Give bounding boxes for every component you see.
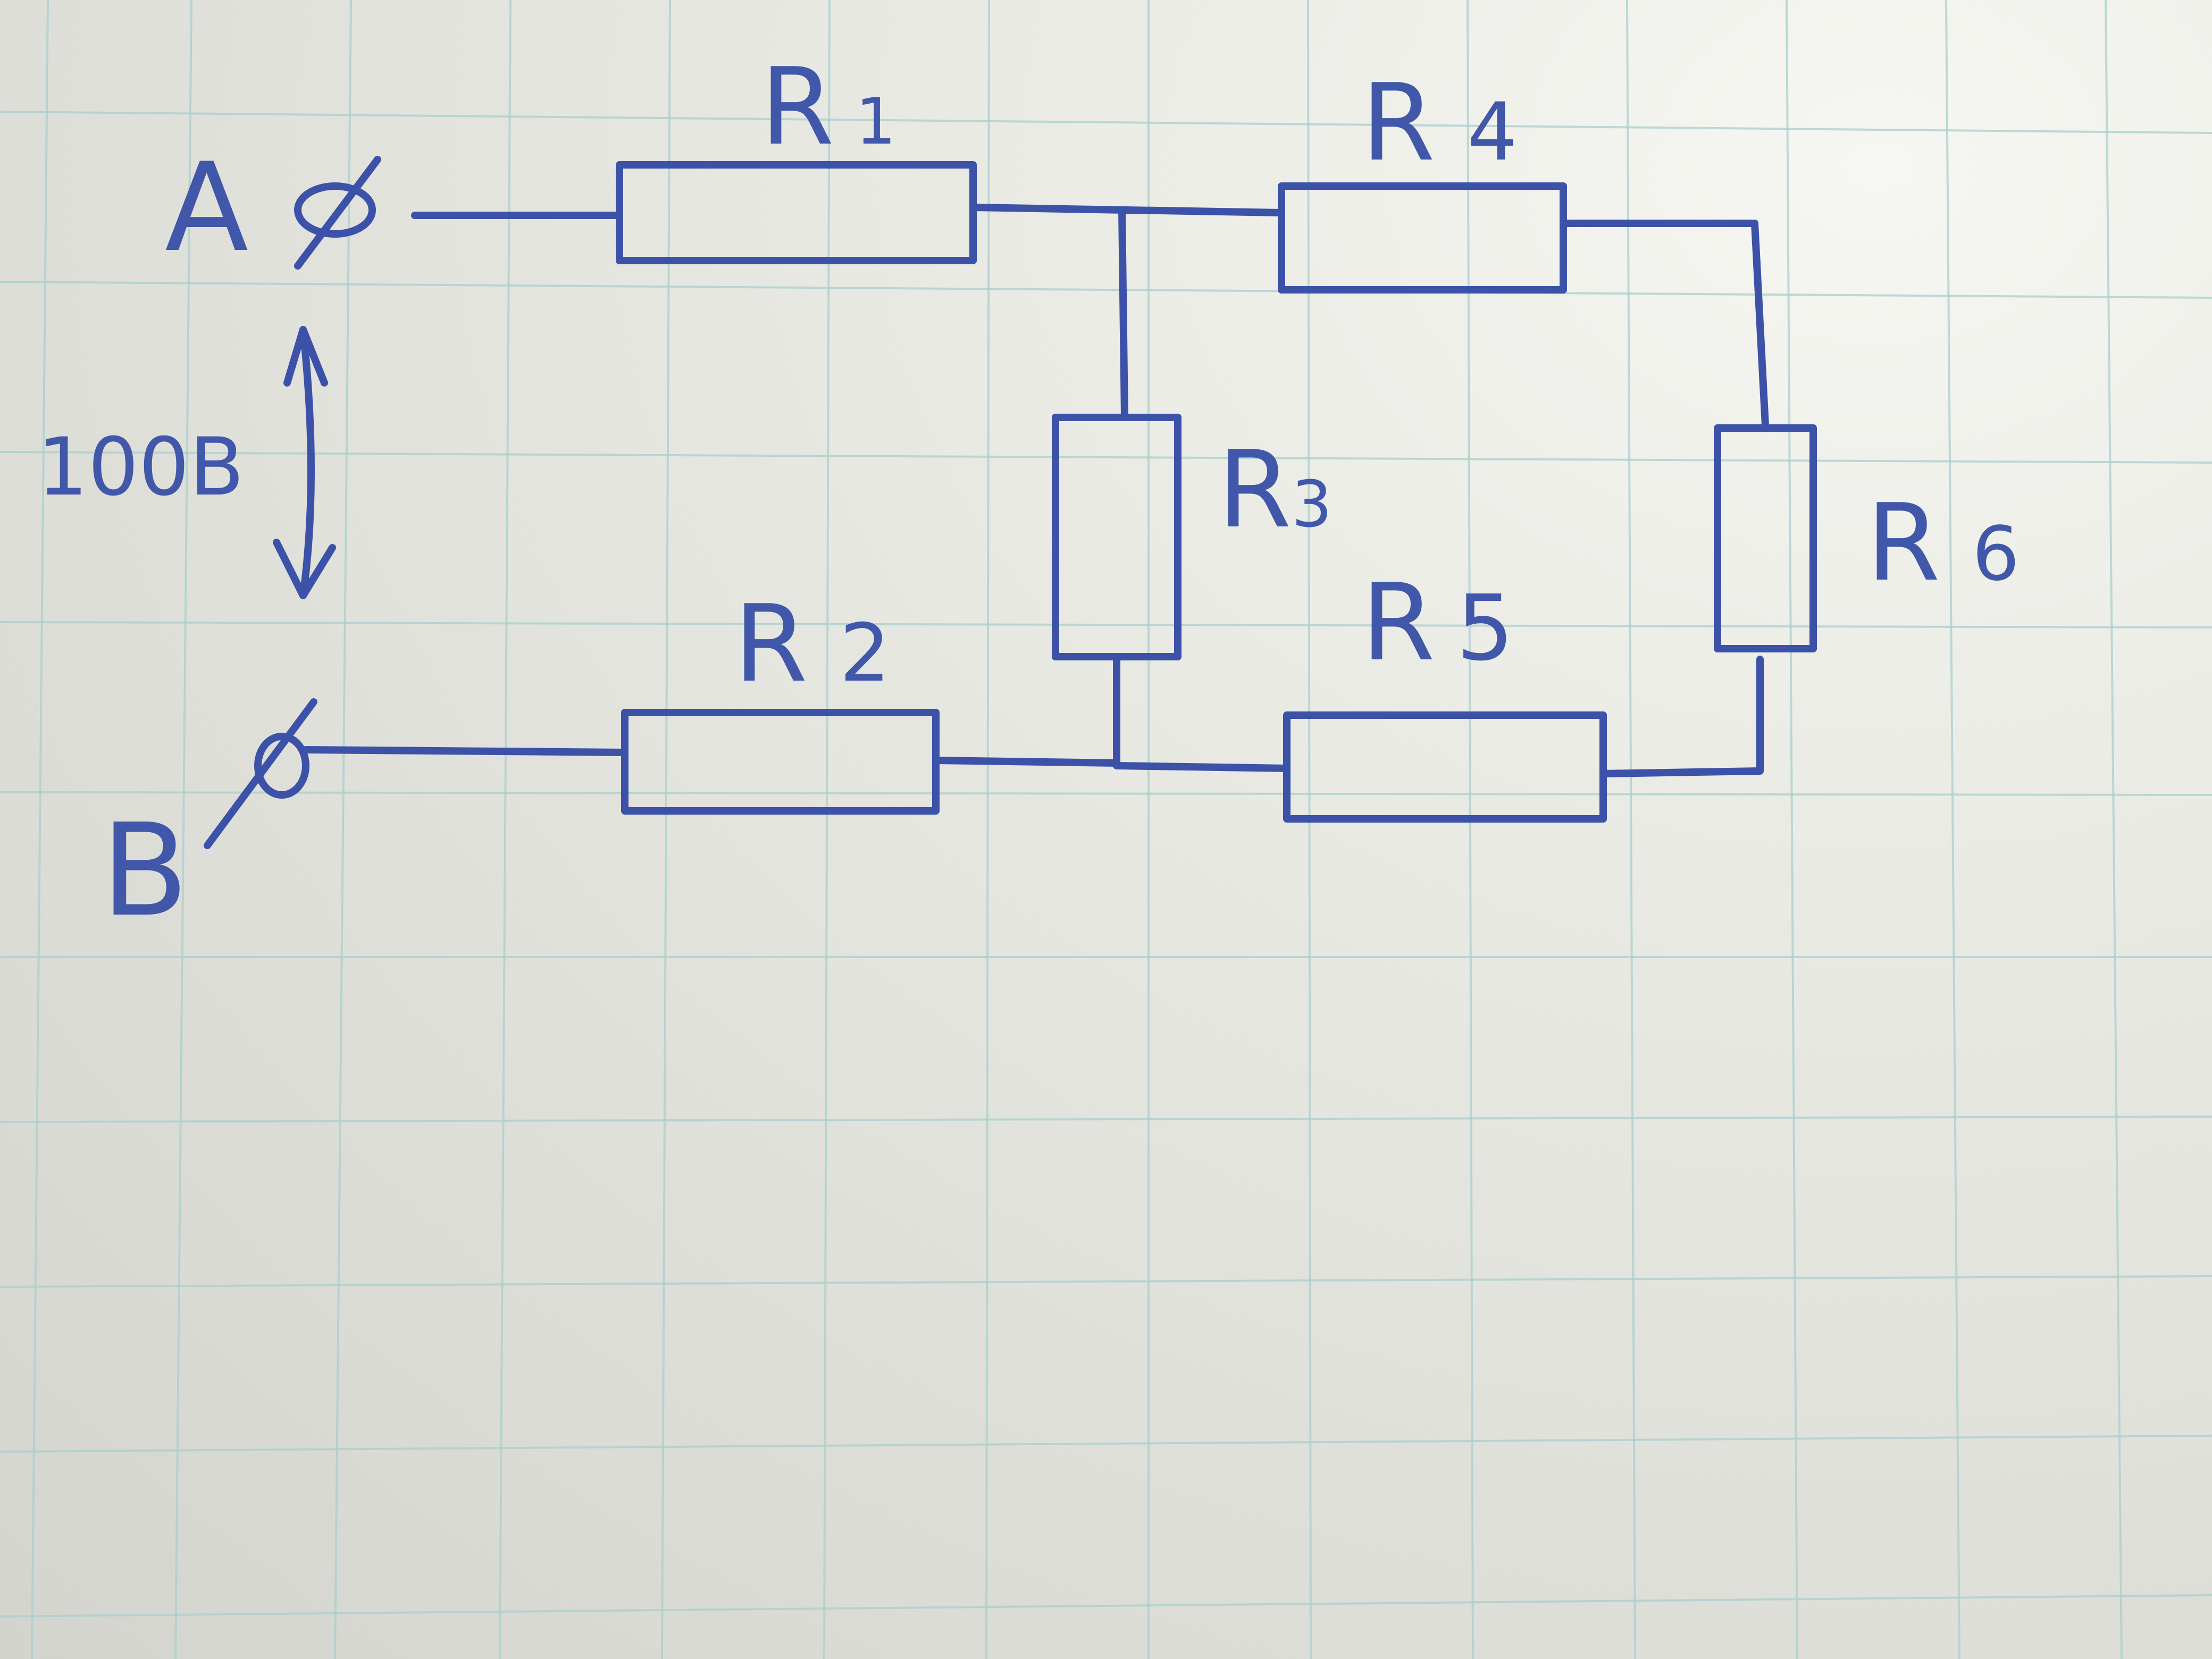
wire-node-r3 [1118,206,1128,421]
r3-label: R3 [1218,428,1332,552]
terminal-a: A [165,137,381,279]
terminal-b: B [101,698,317,945]
wire-r2-node [932,757,1120,767]
wire-b-r2 [302,746,629,756]
voltage-label: 100B [37,421,244,514]
wire-r3-r5 [1113,653,1291,772]
wire-r5-r6 [1599,656,1764,777]
terminal-a-label: A [165,137,248,279]
resistor-r3: R3 [1052,414,1332,660]
wire-r4-r6 [1560,220,1769,429]
wire-r1-r4 [969,204,1285,216]
terminal-b-label: B [101,796,189,945]
voltage-arrow: 100B [37,326,336,599]
